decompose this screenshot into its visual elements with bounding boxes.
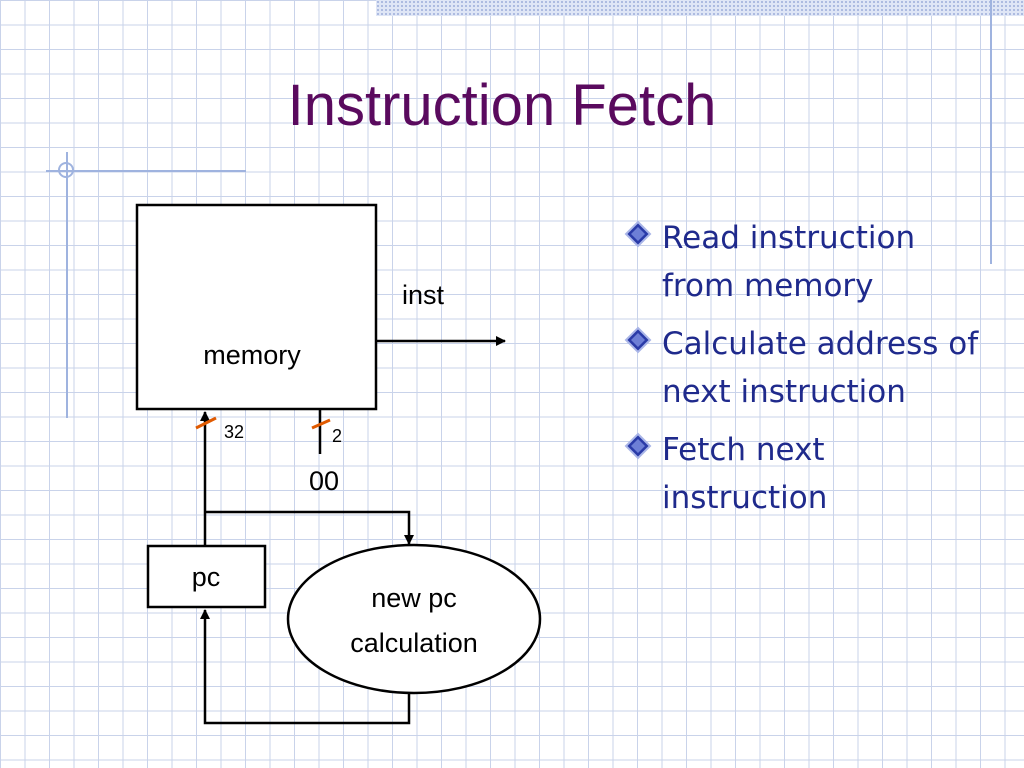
new-pc-calculation xyxy=(286,543,542,695)
bullet-item: Fetch next instruction xyxy=(620,426,980,522)
memory-label: memory xyxy=(203,340,301,370)
decorative-ring-icon xyxy=(58,162,74,178)
decorative-line-right xyxy=(990,0,992,264)
bullet-text: Read instruction from memory xyxy=(662,220,916,304)
diamond-bullet-icon xyxy=(624,432,652,460)
address-bus-tick xyxy=(195,416,217,430)
memory-block xyxy=(135,203,378,411)
pc-to-calc-wire xyxy=(205,510,414,545)
diamond-bullet-icon xyxy=(624,326,652,354)
decorative-line-horizontal xyxy=(46,170,246,172)
feedback-wire xyxy=(200,609,411,725)
calc-label-line2: calculation xyxy=(350,628,478,658)
address-bus-width: 32 xyxy=(224,422,244,442)
inst-label: inst xyxy=(402,280,445,310)
slide-title: Instruction Fetch xyxy=(287,73,717,138)
diamond-bullet-icon xyxy=(624,220,652,248)
bullet-text: Fetch next instruction xyxy=(662,432,828,516)
pc-register xyxy=(146,544,267,609)
low-bits-value: 00 xyxy=(309,466,339,496)
bullet-item: Calculate address of next instruction xyxy=(620,320,980,416)
low-bits-width: 2 xyxy=(332,426,342,446)
bullet-text: Calculate address of next instruction xyxy=(662,326,979,410)
pc-label: pc xyxy=(192,562,221,592)
calc-label-line1: new pc xyxy=(371,583,457,613)
bullet-list: Read instruction from memory Calculate a… xyxy=(620,214,980,532)
bullet-item: Read instruction from memory xyxy=(620,214,980,310)
decorative-line-left xyxy=(66,152,68,418)
header-band xyxy=(376,0,1024,16)
low-bits-bus-tick xyxy=(311,418,331,430)
